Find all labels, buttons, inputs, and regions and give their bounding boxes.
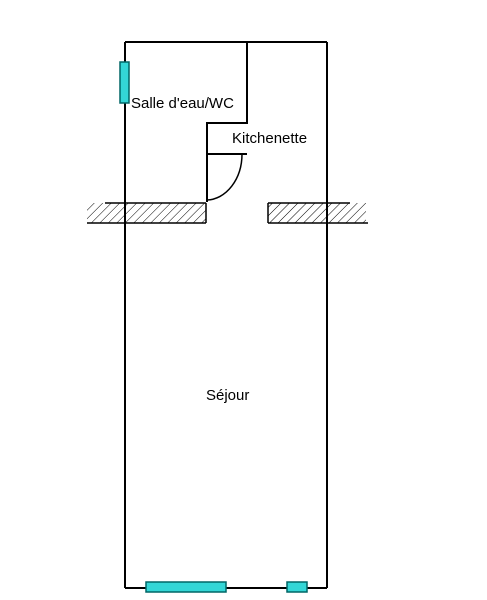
walls bbox=[124, 41, 328, 589]
hatched-wall-left bbox=[87, 203, 206, 223]
bathroom-door-swing bbox=[206, 153, 243, 201]
window-sejour-large bbox=[145, 581, 227, 593]
window-sejour-small bbox=[286, 581, 308, 593]
windows bbox=[119, 61, 308, 593]
room-label-kitchenette: Kitchenette bbox=[232, 130, 307, 147]
hatched-wall-right bbox=[268, 203, 366, 223]
room-label-salle-eau: Salle d'eau/WC bbox=[131, 95, 234, 112]
hatched-walls bbox=[87, 202, 368, 224]
room-label-sejour: Séjour bbox=[206, 387, 249, 404]
bathroom-partition bbox=[206, 42, 248, 155]
window-bathroom bbox=[119, 61, 130, 104]
